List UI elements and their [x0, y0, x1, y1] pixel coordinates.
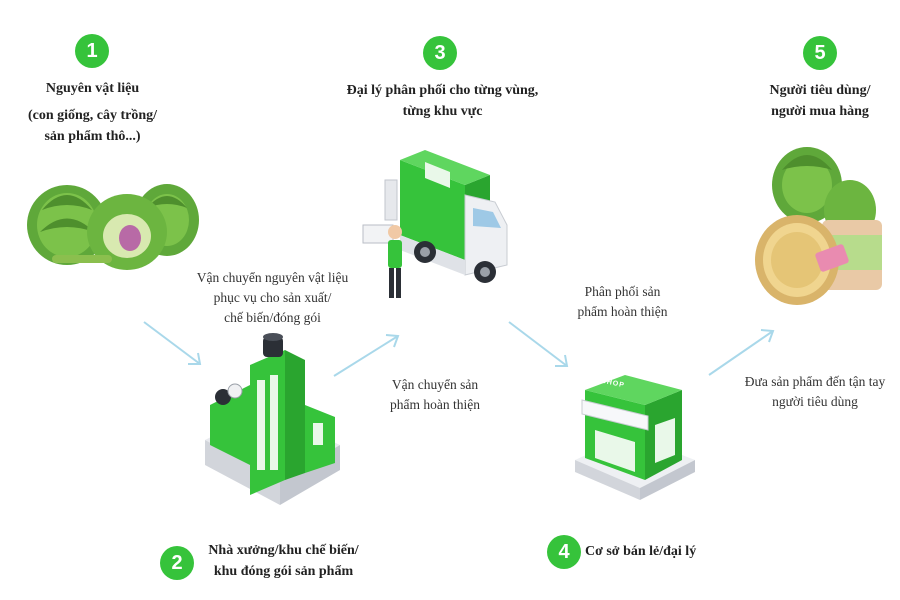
step-2-line-2: khu đóng gói sản phẩm: [213, 564, 354, 579]
step-1-title: Nguyên vật liệu (con giống, cây trồng/ s…: [20, 78, 165, 147]
step-3-number: 3: [434, 41, 446, 64]
transition-2-label: Vận chuyển sản phẩm hoàn thiện: [375, 375, 495, 415]
step-1-badge: 1: [75, 34, 109, 68]
step-4-badge: 4: [547, 535, 581, 569]
arrow-2-to-3: [333, 334, 400, 377]
transition-3-line-2: phẩm hoàn thiện: [577, 304, 668, 319]
step-4-number: 4: [558, 540, 570, 563]
step-5-line-2: người mua hàng: [771, 104, 869, 119]
transition-1-line-2: phục vụ cho sản xuất/: [213, 290, 332, 305]
step-2-badge: 2: [160, 546, 194, 580]
step-5-badge: 5: [803, 36, 837, 70]
step-4-title: Cơ sở bán lẻ/đại lý: [585, 541, 725, 562]
arrow-1-to-2: [143, 321, 202, 365]
step-1-line-2: (con giống, cây trồng/: [27, 108, 158, 123]
step-4-line-1: Cơ sở bán lẻ/đại lý: [585, 544, 697, 559]
transition-2-line-1: Vận chuyển sản: [391, 377, 479, 392]
step-2-number: 2: [171, 551, 183, 574]
transition-4-label: Đưa sản phẩm đến tận tay người tiêu dùng: [735, 372, 895, 412]
step-3-line-1: Đại lý phân phối cho từng vùng,: [346, 83, 539, 98]
transition-3-label: Phân phối sản phẩm hoàn thiện: [560, 282, 685, 322]
step-2-title: Nhà xưởng/khu chế biến/ khu đóng gói sản…: [196, 540, 371, 582]
step-1-line-1: Nguyên vật liệu: [45, 81, 140, 96]
factory-icon: [205, 333, 340, 505]
transition-4-line-1: Đưa sản phẩm đến tận tay: [744, 374, 886, 389]
artichoke-icon: [27, 184, 199, 270]
step-3-line-2: từng khu vực: [402, 104, 483, 119]
transition-3-line-1: Phân phối sản: [584, 284, 661, 299]
transition-2-line-2: phẩm hoàn thiện: [390, 397, 480, 412]
step-2-line-1: Nhà xưởng/khu chế biến/: [208, 543, 359, 558]
step-3-title: Đại lý phân phối cho từng vùng, từng khu…: [345, 80, 540, 122]
transition-4-line-2: người tiêu dùng: [772, 394, 858, 409]
step-5-number: 5: [814, 41, 826, 64]
arrow-3-to-4: [508, 321, 569, 367]
step-1-number: 1: [86, 39, 98, 62]
step-5-title: Người tiêu dùng/ người mua hàng: [745, 80, 895, 122]
step-5-line-1: Người tiêu dùng/: [769, 83, 871, 98]
transition-1-line-3: chế biến/đóng gói: [224, 310, 321, 325]
shop-icon: [575, 375, 695, 500]
canned-food-icon: [755, 147, 882, 305]
transition-1-line-1: Vận chuyển nguyên vật liệu: [196, 270, 349, 285]
transition-1-label: Vận chuyển nguyên vật liệu phục vụ cho s…: [180, 268, 365, 328]
arrow-4-to-5: [708, 329, 775, 376]
step-3-badge: 3: [423, 36, 457, 70]
delivery-truck-icon: [362, 150, 508, 298]
step-1-line-3: sản phẩm thô...): [44, 129, 141, 144]
